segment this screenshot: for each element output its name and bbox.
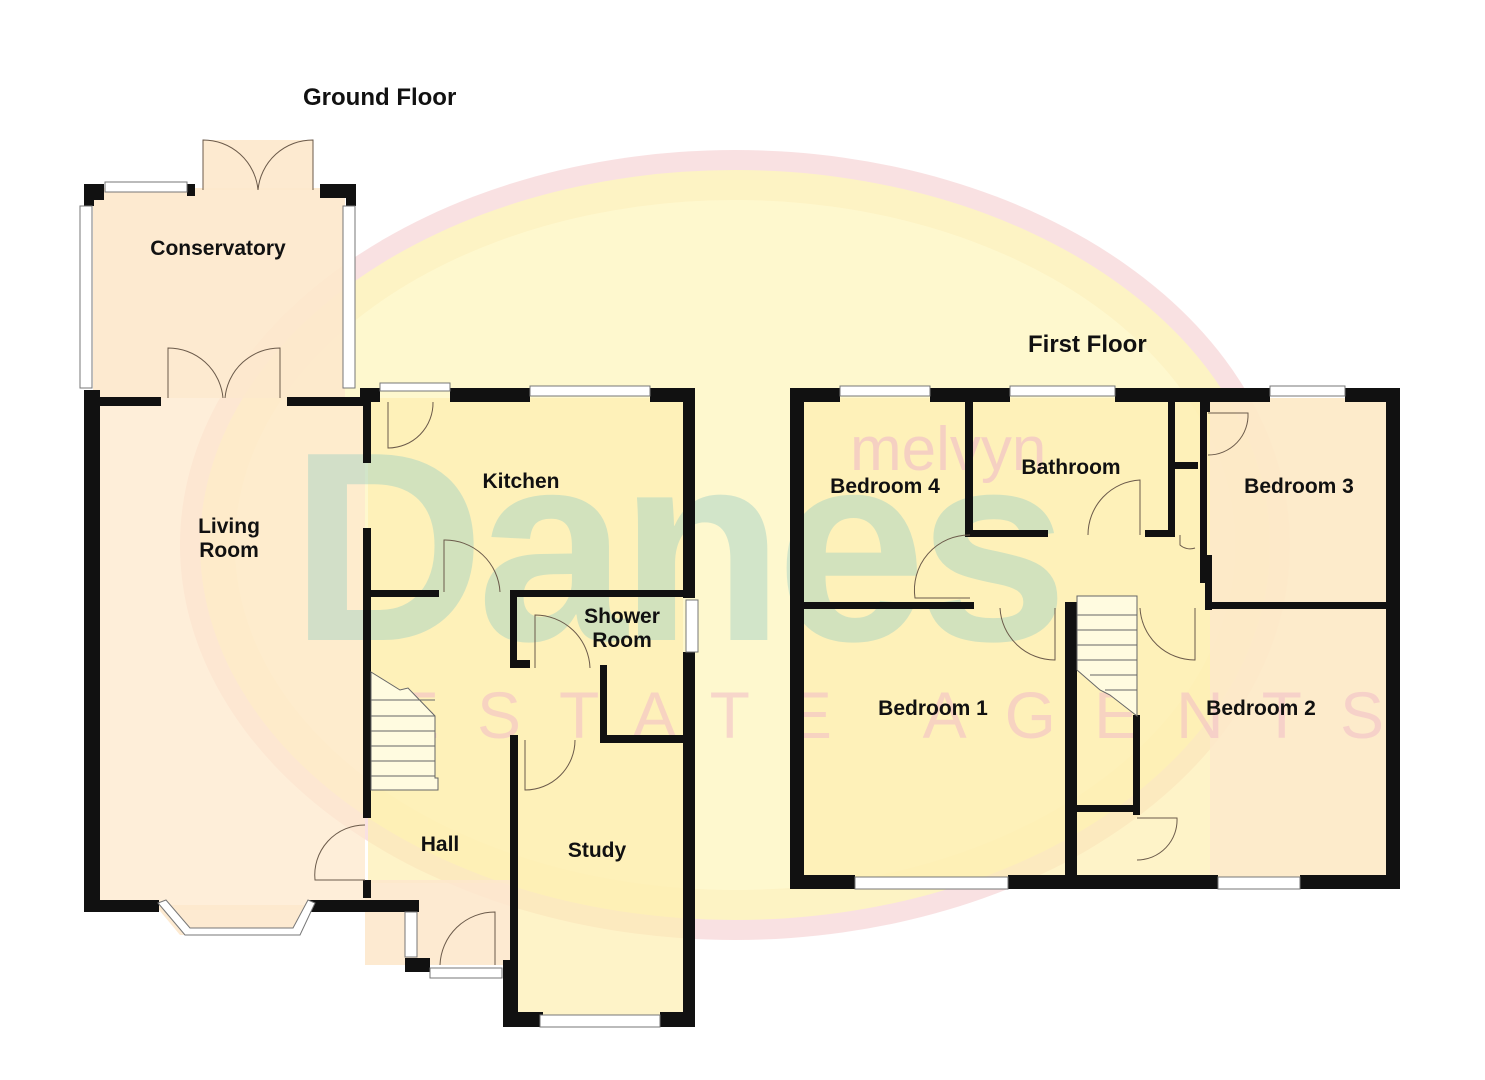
room-label-study: Study — [568, 839, 627, 862]
room-label-bedroom-4: Bedroom 4 — [830, 475, 940, 498]
svg-text:melvyn: melvyn — [850, 415, 1046, 484]
ground-floor-doors — [167, 139, 591, 966]
room-label-bedroom-2: Bedroom 2 — [1206, 697, 1316, 720]
room-label-hall: Hall — [421, 833, 460, 856]
room-label-bedroom-3: Bedroom 3 — [1244, 475, 1354, 498]
watermark-text: Danes melvyn ESTATE AGENTS — [290, 397, 1422, 752]
room-label-living-room-line2: Room — [199, 539, 259, 562]
ground-floor-windows — [79, 181, 699, 1028]
room-label-bathroom: Bathroom — [1021, 456, 1120, 479]
first-floor-walls — [790, 388, 1400, 889]
room-label-bedroom-1: Bedroom 1 — [878, 697, 988, 720]
first-floor-windows — [839, 385, 1346, 890]
room-label-shower-room-line2: Room — [592, 629, 652, 652]
svg-text:Danes: Danes — [290, 397, 1060, 698]
room-label-kitchen: Kitchen — [482, 470, 559, 493]
ground-floor-walls — [84, 184, 695, 1027]
first-floor-doors — [913, 412, 1249, 861]
room-label-shower-room-line1: Shower — [584, 605, 660, 628]
first-floor-title: First Floor — [1028, 331, 1147, 358]
svg-text:ESTATE AGENTS: ESTATE AGENTS — [395, 678, 1422, 752]
room-label-living-room-line1: Living — [198, 515, 260, 538]
first-floor-stairs — [1076, 595, 1138, 718]
ground-floor-stairs — [370, 671, 439, 791]
ground-floor-title: Ground Floor — [303, 84, 456, 111]
room-label-conservatory: Conservatory — [150, 237, 286, 260]
ground-floor-fills — [93, 140, 683, 1018]
